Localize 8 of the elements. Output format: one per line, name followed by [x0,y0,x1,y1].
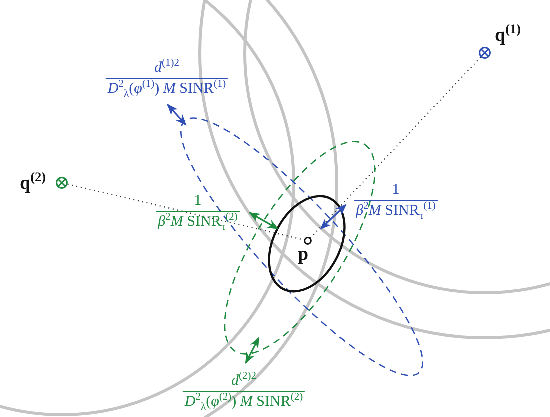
point-label: q$^{(2)}$ [20,173,46,195]
point-label: q$^{(1)}$ [495,25,522,47]
point-label: p [298,244,309,266]
formula-denominator: D$^{2}$$_{λ}$(φ$^{(1)}$) M SINR$^{(1)}$ [106,78,228,99]
formula-numerator: 1 [392,181,400,200]
dotted-line [310,56,482,238]
formula-numerator: 1 [194,192,202,211]
formula-denominator: D$^{2}$$_{λ}$(φ$^{(2)}$) M SINR$^{(2)}$ [182,391,306,412]
